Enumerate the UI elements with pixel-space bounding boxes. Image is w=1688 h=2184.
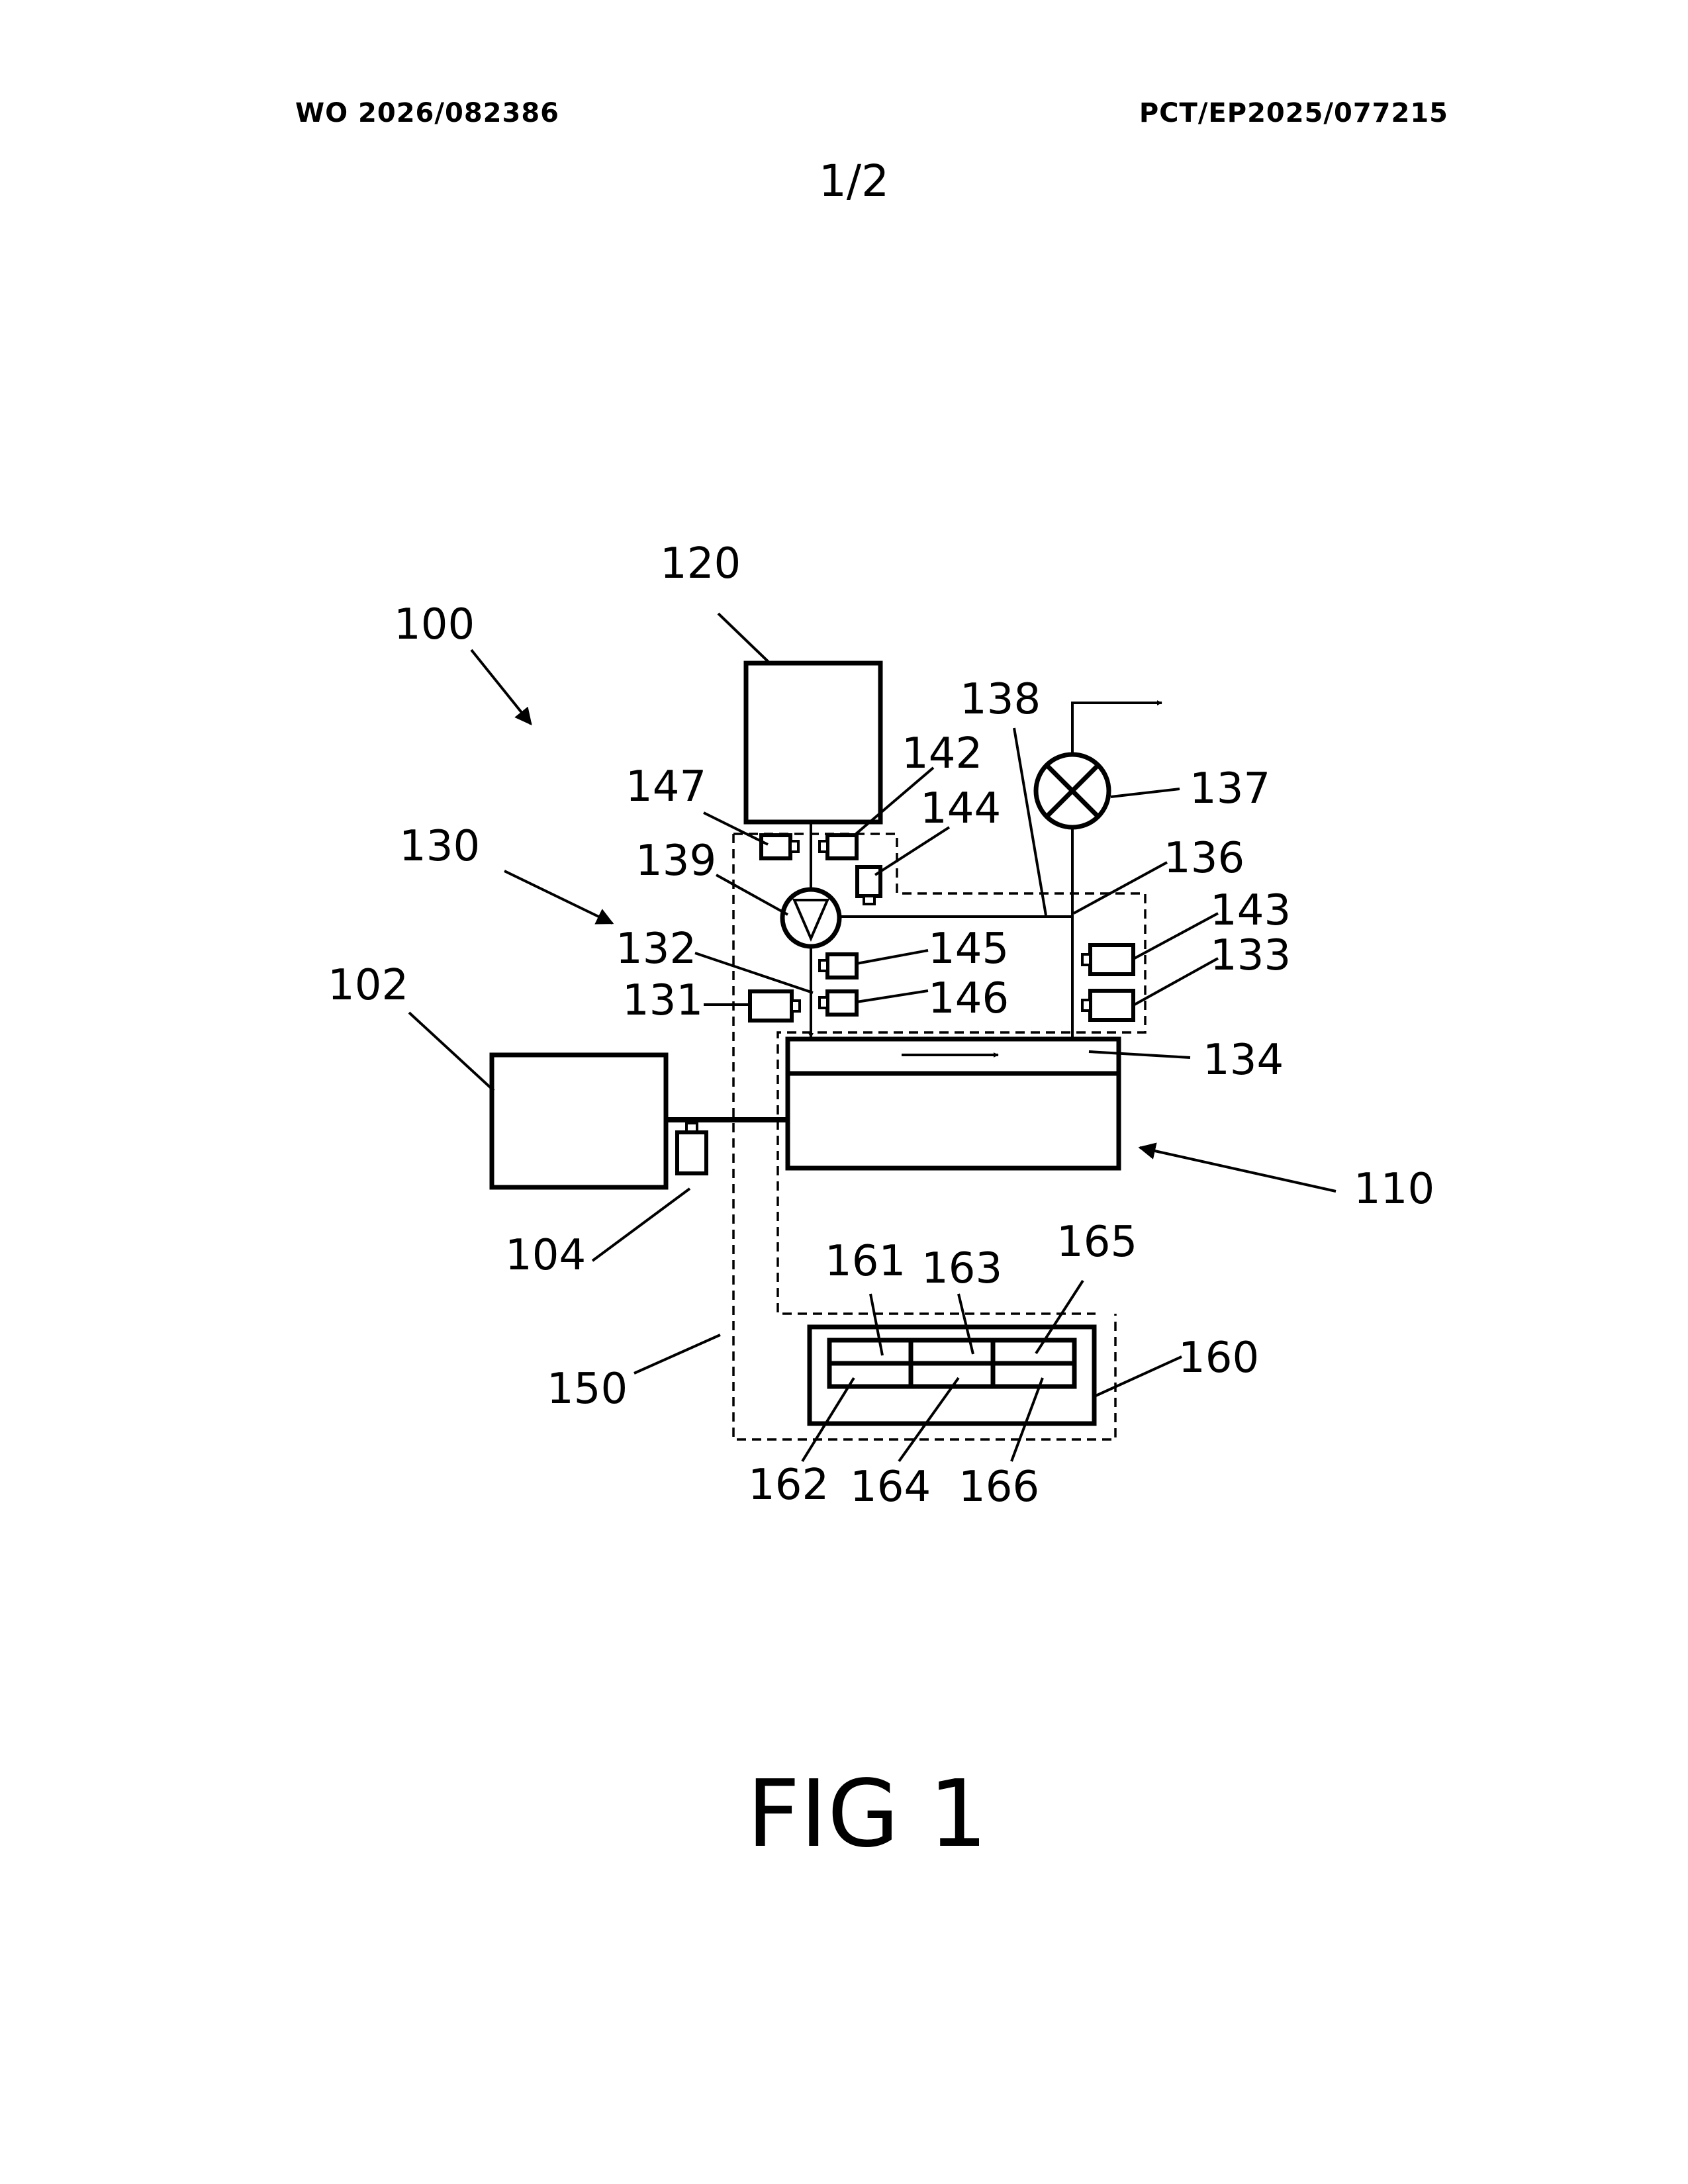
leader-138	[1014, 728, 1046, 915]
label-130: 130	[399, 822, 480, 871]
label-146: 146	[928, 974, 1009, 1023]
label-163: 163	[921, 1244, 1002, 1293]
label-110: 110	[1354, 1165, 1434, 1214]
sensor-143	[1082, 945, 1133, 974]
leader-132	[695, 953, 813, 993]
sensor-133	[1082, 991, 1133, 1020]
leader-139	[716, 875, 788, 915]
leader-150	[634, 1335, 720, 1373]
leader-133	[1133, 958, 1218, 1005]
label-100: 100	[394, 600, 475, 649]
leader-104	[592, 1189, 690, 1261]
label-165: 165	[1056, 1218, 1137, 1267]
sensor-145	[820, 954, 857, 978]
label-144: 144	[920, 784, 1001, 833]
component-102-box	[492, 1055, 666, 1187]
sensor-131	[750, 991, 800, 1021]
control-line-150	[733, 834, 1115, 1439]
leader-137	[1111, 789, 1180, 797]
leader-146	[857, 991, 928, 1002]
valve-137	[1036, 754, 1109, 827]
outlet-pipe	[1072, 703, 1162, 754]
leader-166	[1011, 1378, 1043, 1461]
component-110-box	[788, 1039, 1119, 1168]
label-104: 104	[505, 1231, 586, 1280]
label-166: 166	[959, 1463, 1039, 1512]
leader-110	[1140, 1148, 1336, 1191]
label-139: 139	[635, 837, 716, 886]
label-120: 120	[660, 539, 741, 588]
label-131: 131	[622, 976, 703, 1025]
leader-136	[1074, 862, 1167, 913]
label-160: 160	[1178, 1334, 1259, 1383]
label-161: 161	[825, 1237, 906, 1286]
sensor-147	[761, 835, 798, 858]
leader-120	[718, 614, 771, 664]
leader-163	[959, 1294, 973, 1354]
label-142: 142	[902, 729, 982, 778]
label-137: 137	[1190, 764, 1270, 813]
leader-102	[409, 1013, 494, 1091]
sensor-142	[820, 835, 857, 858]
figure-caption: FIG 1	[0, 1760, 1688, 1868]
sensor-146	[820, 991, 857, 1015]
label-145: 145	[928, 925, 1009, 974]
leader-134	[1089, 1052, 1190, 1058]
label-150: 150	[547, 1365, 628, 1414]
label-132: 132	[616, 925, 696, 974]
label-102: 102	[328, 961, 408, 1010]
label-136: 136	[1164, 834, 1244, 883]
leader-145	[857, 950, 928, 964]
controller-160	[810, 1327, 1094, 1424]
label-134: 134	[1203, 1036, 1284, 1085]
label-162: 162	[748, 1461, 829, 1510]
leader-164	[899, 1378, 959, 1461]
leader-130	[504, 871, 612, 923]
label-164: 164	[850, 1463, 931, 1512]
label-133: 133	[1210, 931, 1291, 980]
leader-100	[471, 650, 531, 724]
label-143: 143	[1210, 886, 1291, 935]
leader-160	[1094, 1357, 1182, 1396]
label-138: 138	[960, 675, 1041, 724]
pump-139	[782, 889, 839, 946]
sensor-104	[677, 1123, 706, 1173]
component-120-box	[746, 663, 880, 822]
label-147: 147	[626, 762, 706, 811]
leader-143	[1133, 913, 1218, 959]
